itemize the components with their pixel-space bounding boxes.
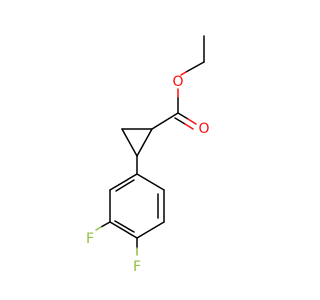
bond-ring-inner-2 [114, 220, 135, 233]
bond-ring-inner-3 [115, 179, 135, 192]
bond-ring-3 [136, 221, 165, 239]
oxygen-carbonyl-label: O [198, 121, 209, 137]
bond-c3-f-green [95, 226, 102, 231]
bond-ethyl-ch2-o [185, 61, 205, 73]
bond-carbonyl-2-red [184, 123, 194, 130]
bond-ring-4 [109, 221, 138, 239]
bond-cyclopropane-left [121, 128, 138, 157]
bond-c3-f [100, 221, 111, 228]
fluorine-4-label: F [133, 259, 141, 275]
bond-carbonyl-1 [177, 112, 189, 120]
oxygen-ester-label: O [172, 74, 183, 90]
bond-carbonyl-1-red [187, 118, 197, 125]
molecule-structure-diagram: O O F F [86, 35, 210, 275]
bond-cyclopropane-right [136, 128, 153, 157]
bond-carbonyl-cyclopropane [151, 112, 179, 130]
bond-carbonyl-2 [174, 117, 186, 125]
bond-ring-1 [136, 173, 165, 191]
bond-ring-6 [109, 173, 138, 191]
fluorine-3-label: F [86, 231, 94, 247]
bond-ethyl-ch2-o-red [180, 71, 187, 76]
